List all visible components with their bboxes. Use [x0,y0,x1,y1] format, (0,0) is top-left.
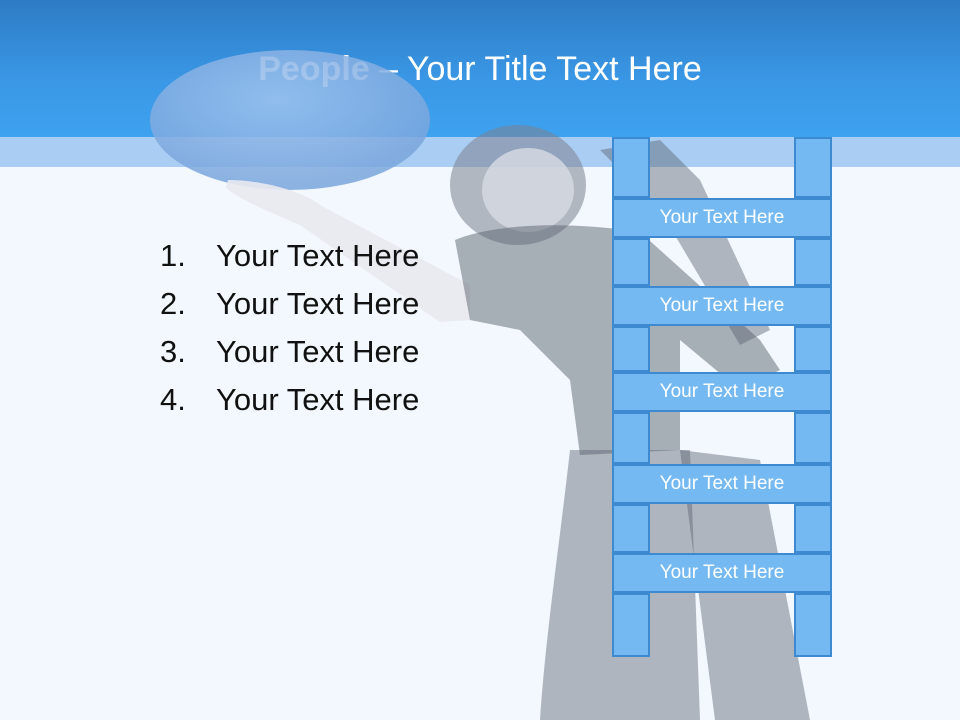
ladder-rail-right-segment [794,593,832,657]
ladder-rung-text: Your Text Here [612,553,832,593]
ladder-rail-right-segment [794,326,832,372]
title-bold: People [258,50,370,88]
ladder-rail-right-segment [794,412,832,464]
list-number: 3. [160,334,186,369]
ladder-rail-left-segment [612,326,650,372]
list-text: Your Text Here [216,334,420,369]
list-text: Your Text Here [216,382,420,417]
list-item: 4. Your Text Here [160,376,419,424]
list-item: 3. Your Text Here [160,328,419,376]
ladder-rung-text: Your Text Here [612,464,832,504]
list-number: 4. [160,382,186,417]
numbered-list: 1. Your Text Here 2. Your Text Here 3. Your… [160,232,419,424]
ladder-rail-left-segment [612,412,650,464]
ladder-rung-text: Your Text Here [612,372,832,412]
ladder-rail-left-segment [612,593,650,657]
ladder-rung-text: Your Text Here [612,286,832,326]
ladder-rail-right-segment [794,504,832,553]
title-rest: – Your Title Text Here [369,50,702,88]
ladder-rail-left-segment [612,238,650,286]
ladder-rail-right-segment [794,238,832,286]
list-text: Your Text Here [216,238,420,273]
list-item: 2. Your Text Here [160,280,419,328]
list-item: 1. Your Text Here [160,232,419,280]
list-number: 1. [160,238,186,273]
ladder-rung-text: Your Text Here [612,198,832,238]
list-text: Your Text Here [216,286,420,321]
ladder-rail-left-segment [612,504,650,553]
title-underband [0,137,960,167]
page-title: People – Your Title Text Here [0,50,960,89]
list-number: 2. [160,286,186,321]
